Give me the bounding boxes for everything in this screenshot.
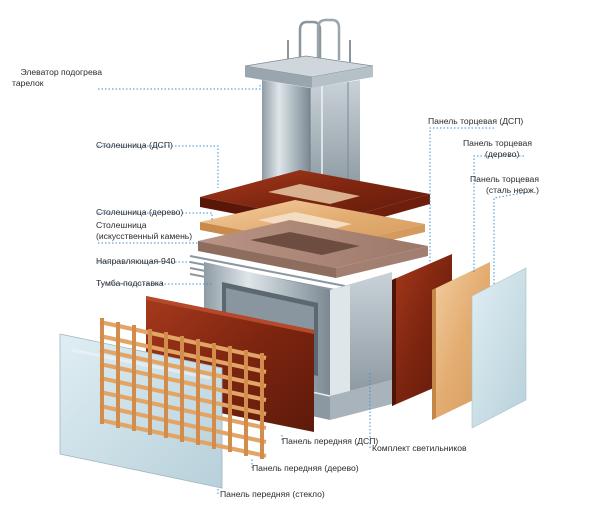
label-front-glass: Панель передняя (стекло) — [220, 489, 325, 499]
label-top-dsp: Столешница (ДСП) — [96, 140, 173, 150]
label-end-dsp: Панель торцевая (ДСП) — [428, 116, 524, 126]
label-front-dsp: Панель передняя (ДСП) — [282, 436, 379, 446]
leader-end-wood — [473, 155, 524, 272]
leader-lines — [98, 84, 529, 494]
leader-end-dsp — [429, 127, 494, 262]
label-top-stone-line1: Столешница — [96, 220, 147, 230]
top-stone-part — [198, 220, 428, 278]
label-elevator-line1: Элеватор подогрева — [20, 67, 102, 77]
label-top-wood: Столешница (дерево) — [96, 207, 184, 217]
leader-top-wood — [98, 212, 213, 222]
label-top-stone: Столешница (искусственный камень) — [96, 220, 192, 242]
label-front-wood: Панель передняя (дерево) — [252, 463, 359, 473]
leader-end-steel — [493, 191, 529, 284]
end-panel-steel-part — [471, 267, 527, 429]
label-end-steel: Панель торцевая (сталь нерж.) — [470, 174, 539, 196]
label-top-stone-line2: (искусственный камень) — [96, 231, 193, 241]
label-end-wood-line1: Панель торцевая — [463, 138, 532, 148]
label-rail: Направляющая-940 — [96, 256, 176, 266]
label-end-wood: Панель торцевая (дерево) — [463, 138, 532, 160]
elevator-part — [244, 18, 374, 192]
label-end-steel-line1: Панель торцевая — [470, 174, 539, 184]
label-end-wood-line2: (дерево) — [485, 149, 520, 159]
label-elevator: Элеватор подогрева тарелок — [10, 67, 102, 89]
label-lights: Комплект светильников — [372, 443, 467, 453]
label-base: Тумба-подставка — [96, 278, 164, 288]
label-end-steel-line2: (сталь нерж.) — [486, 185, 539, 195]
label-elevator-line2: тарелок — [12, 78, 44, 88]
front-panel-wood-part — [99, 318, 267, 459]
leader-elevator — [98, 84, 261, 90]
leader-top-dsp — [98, 145, 219, 188]
